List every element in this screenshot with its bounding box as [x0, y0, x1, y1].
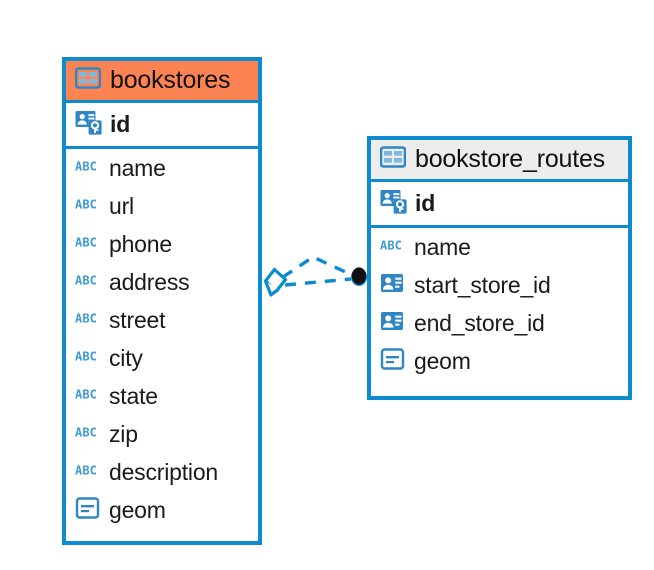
field-label: address [109, 268, 190, 295]
foreign-key-icon [380, 272, 406, 299]
text-type-icon: ABC [75, 159, 101, 178]
entity-title: bookstore_routes [415, 144, 605, 173]
relationship-line-upper [282, 255, 353, 279]
text-type-icon: ABC [75, 273, 101, 292]
text-type-icon: ABC [75, 349, 101, 368]
field-row-zip[interactable]: ABC zip [66, 415, 258, 453]
field-list-bookstores: ABC name ABC url ABC p [66, 149, 258, 529]
filled-circle-marker [351, 267, 367, 285]
primary-key-icon [380, 188, 407, 219]
geometry-type-icon [380, 347, 406, 376]
svg-text:ABC: ABC [75, 159, 97, 173]
text-type-icon: ABC [75, 311, 101, 330]
svg-text:ABC: ABC [75, 197, 97, 211]
field-row-state[interactable]: ABC state [66, 377, 258, 415]
text-type-icon: ABC [75, 197, 101, 216]
field-label: state [109, 382, 158, 409]
field-row-city[interactable]: ABC city [66, 339, 258, 377]
svg-text:ABC: ABC [75, 235, 97, 249]
svg-text:ABC: ABC [75, 311, 97, 325]
relationship-line-lower [284, 277, 352, 287]
field-row-street[interactable]: ABC street [66, 301, 258, 339]
field-label: name [414, 233, 471, 260]
field-label: city [109, 344, 143, 371]
text-type-icon: ABC [380, 238, 406, 257]
svg-text:ABC: ABC [75, 425, 97, 439]
entity-title: bookstores [110, 65, 231, 94]
entity-header-bookstores[interactable]: bookstores [66, 61, 258, 103]
field-row-primary-key[interactable]: id [371, 182, 628, 225]
field-row-primary-key[interactable]: id [66, 103, 258, 146]
foreign-key-icon [380, 310, 406, 337]
field-row-name[interactable]: ABC name [66, 149, 258, 187]
field-label: geom [109, 496, 166, 523]
primary-key-section: id [371, 182, 628, 228]
entity-bookstore-routes[interactable]: bookstore_routes [367, 136, 632, 400]
field-label: geom [414, 347, 471, 374]
field-label: description [109, 458, 219, 485]
field-label: street [109, 306, 166, 333]
text-type-icon: ABC [75, 463, 101, 482]
table-icon [379, 145, 407, 173]
entity-bookstores[interactable]: bookstores [62, 57, 262, 545]
table-icon [74, 66, 102, 94]
field-list-bookstore-routes: ABC name start_store_id [371, 228, 628, 380]
field-row-geom[interactable]: geom [371, 342, 628, 380]
svg-text:ABC: ABC [380, 238, 402, 252]
svg-text:ABC: ABC [75, 273, 97, 287]
text-type-icon: ABC [75, 387, 101, 406]
field-label: start_store_id [414, 271, 551, 298]
filled-circle-marker-ring [351, 268, 367, 286]
field-label: url [109, 192, 134, 219]
field-row-start-store-id[interactable]: start_store_id [371, 266, 628, 304]
field-row-name[interactable]: ABC name [371, 228, 628, 266]
field-label: id [415, 190, 436, 216]
rhombus-marker [263, 267, 288, 293]
svg-text:ABC: ABC [75, 463, 97, 477]
rhombus-marker-tail [264, 280, 280, 297]
field-row-phone[interactable]: ABC phone [66, 225, 258, 263]
geometry-type-icon [75, 496, 101, 525]
entity-header-bookstore-routes[interactable]: bookstore_routes [371, 140, 628, 182]
svg-text:ABC: ABC [75, 349, 97, 363]
field-label: phone [109, 230, 172, 257]
primary-key-icon [75, 109, 102, 140]
field-label: id [110, 111, 131, 137]
field-label: end_store_id [414, 309, 545, 336]
field-row-end-store-id[interactable]: end_store_id [371, 304, 628, 342]
field-label: zip [109, 420, 138, 447]
svg-text:ABC: ABC [75, 387, 97, 401]
primary-key-section: id [66, 103, 258, 149]
field-row-geom[interactable]: geom [66, 491, 258, 529]
text-type-icon: ABC [75, 235, 101, 254]
field-label: name [109, 154, 166, 181]
field-row-url[interactable]: ABC url [66, 187, 258, 225]
field-row-address[interactable]: ABC address [66, 263, 258, 301]
field-row-description[interactable]: ABC description [66, 453, 258, 491]
text-type-icon: ABC [75, 425, 101, 444]
